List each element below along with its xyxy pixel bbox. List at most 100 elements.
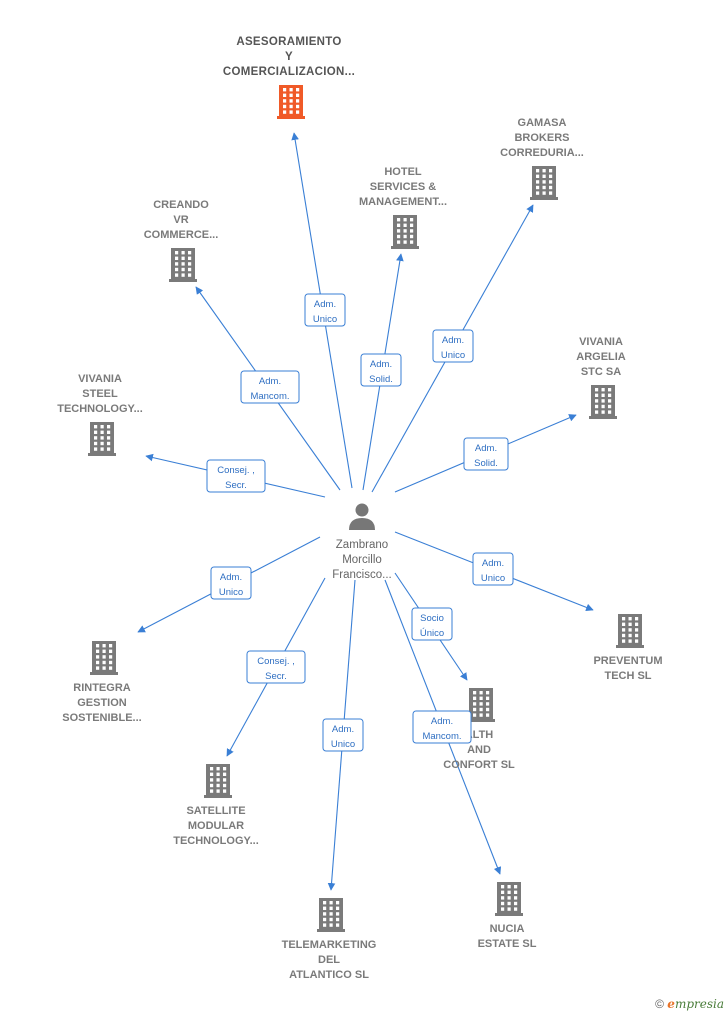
company-name-creando-line: COMMERCE... (144, 229, 219, 241)
company-name-rintegra-line: RINTEGRA (73, 682, 131, 694)
relation-text-vivania-argelia-line: Solid. (474, 458, 498, 469)
relation-label-nucia[interactable]: Adm.Mancom. (412, 710, 472, 744)
relation-text-nucia-line: Adm. (431, 716, 453, 727)
company-name-gamasa-line: CORREDURIA... (500, 147, 584, 159)
relation-label-rintegra[interactable]: Adm.Unico (210, 566, 252, 600)
relation-text-vivania-argelia: Adm. Solid. (474, 443, 498, 469)
company-name-health-line: ALTH (465, 729, 494, 741)
relation-box (322, 718, 364, 752)
relation-text-nucia: Adm.Mancom. (422, 716, 461, 742)
company-name-health: ALTH AND CONFORT SL (443, 729, 515, 771)
building-icon-hotel[interactable] (391, 215, 419, 249)
relation-text-creando-line: Adm. (259, 376, 281, 387)
company-name-vivania-steel-line: TECHNOLOGY... (57, 403, 143, 415)
relation-box (210, 566, 252, 600)
building-icon-asesoramiento[interactable] (277, 85, 305, 119)
relation-text-satellite-line: Consej. , (257, 656, 295, 667)
relation-labels-layer: Adm.UnicoAdm.UnicoAdm.Solid.Adm.Mancom.A… (206, 293, 514, 752)
relation-text-telemarketing: Adm.Unico (331, 724, 355, 750)
company-name-hotel-line: MANAGEMENT... (359, 196, 447, 208)
relation-text-vivania-argelia-line: Adm. (475, 443, 497, 454)
company-name-vivania-steel-line: STEEL (82, 388, 118, 400)
relation-label-gamasa[interactable]: Adm.Unico (432, 329, 474, 363)
relation-box (463, 437, 509, 471)
relation-label-preventum[interactable]: Adm.Unico (472, 552, 514, 586)
company-name-creando-line: VR (173, 214, 188, 226)
company-name-asesoramiento-line: Y (285, 51, 293, 63)
company-name-vivania-argelia-line: STC SA (581, 366, 621, 378)
person-icon[interactable] (349, 503, 375, 531)
person-name-line: Zambrano (336, 539, 388, 551)
company-name-vivania-steel-line: VIVANIA (78, 373, 122, 385)
relation-text-creando-line: Mancom. (250, 391, 289, 402)
copyright-symbol: © (655, 997, 664, 1011)
relation-label-asesoramiento[interactable]: Adm.Unico (304, 293, 346, 327)
company-name-health-line: AND (467, 744, 491, 756)
company-name-satellite-line: TECHNOLOGY... (173, 835, 259, 847)
relation-text-asesoramiento-line: Adm. (314, 299, 336, 310)
footer-brand: © empresia (655, 997, 724, 1011)
relation-text-preventum-line: Adm. (482, 558, 504, 569)
relation-label-satellite[interactable]: Consej. , Secr. (246, 650, 306, 684)
company-name-rintegra-line: GESTION (77, 697, 127, 709)
relation-text-gamasa-line: Unico (441, 350, 465, 361)
building-icon-rintegra[interactable] (90, 641, 118, 675)
relation-box (432, 329, 474, 363)
relation-box (206, 459, 266, 493)
relation-text-hotel-line: Solid. (369, 374, 393, 385)
relation-text-hotel-line: Adm. (370, 359, 392, 370)
relation-text-vivania-steel-line: Consej. , (217, 465, 255, 476)
relation-text-asesoramiento: Adm.Unico (313, 299, 337, 325)
company-name-hotel: HOTEL SERVICES & MANAGEMENT... (359, 166, 447, 208)
relation-label-vivania-steel[interactable]: Consej. , Secr. (206, 459, 266, 493)
building-icon-nucia[interactable] (495, 882, 523, 916)
relation-text-satellite-line: Secr. (265, 671, 287, 682)
company-name-vivania-argelia-line: VIVANIA (579, 336, 623, 348)
relation-label-hotel[interactable]: Adm. Solid. (360, 353, 402, 387)
company-name-telemarketing-line: TELEMARKETING (282, 939, 377, 951)
person-name-line: Francisco... (332, 569, 391, 581)
building-icon-gamasa[interactable] (530, 166, 558, 200)
relation-text-health-line: Único (420, 628, 444, 639)
empresia-logo[interactable]: empresia (667, 997, 724, 1011)
person-name-line: Morcillo (342, 554, 382, 566)
relation-text-vivania-steel: Consej. , Secr. (217, 465, 255, 491)
company-name-rintegra: RINTEGRA GESTION SOSTENIBLE... (62, 682, 141, 724)
company-name-gamasa-line: GAMASA (518, 117, 567, 129)
building-icon-preventum[interactable] (616, 614, 644, 648)
relation-label-creando[interactable]: Adm. Mancom. (240, 370, 300, 404)
relation-text-creando: Adm. Mancom. (250, 376, 289, 402)
company-name-asesoramiento-line: ASESORAMIENTO (236, 36, 341, 48)
building-icon-vivania-argelia[interactable] (589, 385, 617, 419)
company-name-telemarketing-line: DEL (318, 954, 340, 966)
company-name-nucia-line: NUCIA (490, 923, 525, 935)
relation-text-hotel: Adm. Solid. (369, 359, 393, 385)
relation-box (360, 353, 402, 387)
company-name-rintegra-line: SOSTENIBLE... (62, 712, 141, 724)
building-icon-telemarketing[interactable] (317, 898, 345, 932)
relation-label-telemarketing[interactable]: Adm.Unico (322, 718, 364, 752)
company-name-hotel-line: HOTEL (384, 166, 422, 178)
building-icon-satellite[interactable] (204, 764, 232, 798)
relation-label-vivania-argelia[interactable]: Adm. Solid. (463, 437, 509, 471)
relation-text-vivania-steel-line: Secr. (225, 480, 247, 491)
company-name-preventum-line: PREVENTUM (593, 655, 662, 667)
relation-box (246, 650, 306, 684)
building-icon-creando[interactable] (169, 248, 197, 282)
company-name-hotel-line: SERVICES & (370, 181, 436, 193)
building-icon-health[interactable] (467, 688, 495, 722)
relation-box (412, 710, 472, 744)
company-name-health-line: CONFORT SL (443, 759, 515, 771)
building-icon-vivania-steel[interactable] (88, 422, 116, 456)
